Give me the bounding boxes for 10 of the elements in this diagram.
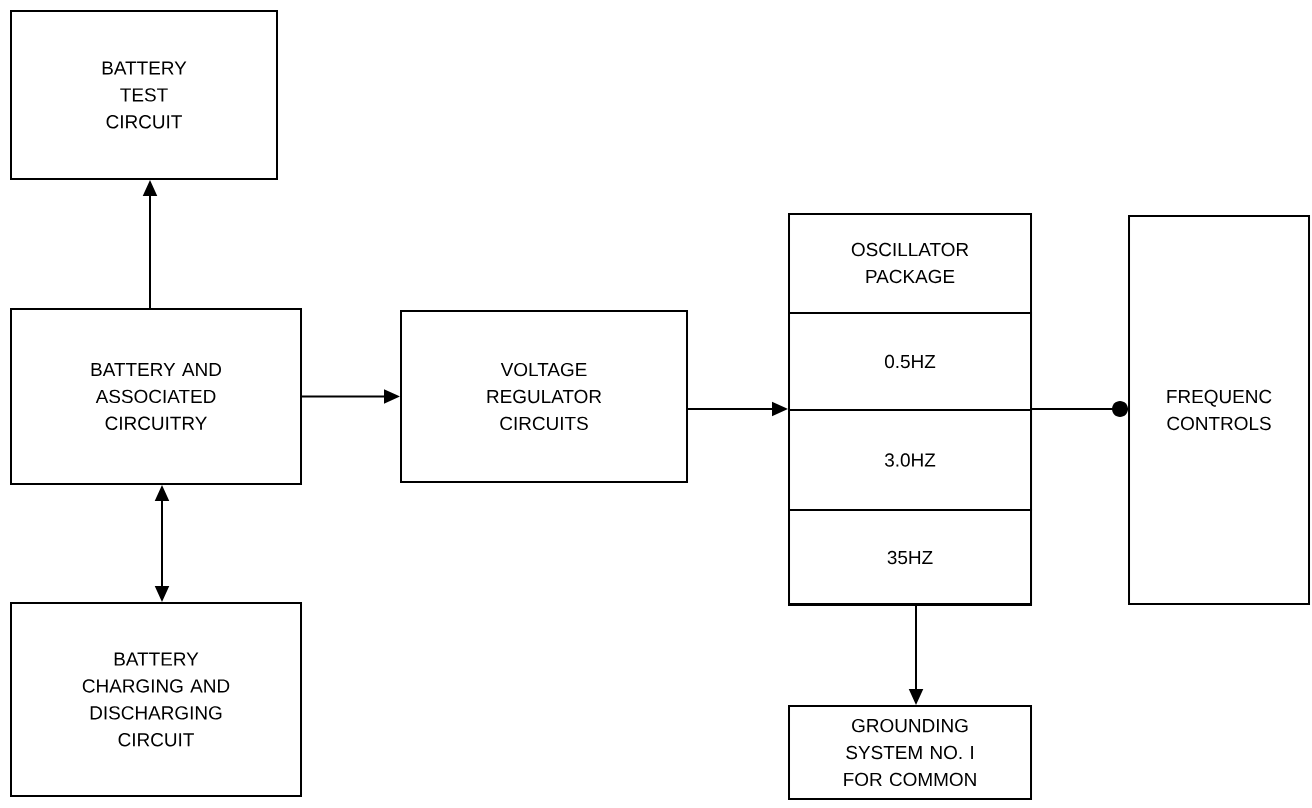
connector-line — [1031, 401, 1129, 417]
frequency-cell: 35HZ — [788, 509, 1032, 606]
frequency-cell: 0.5HZ — [788, 312, 1032, 411]
block-box: BATTERY CHARGING AND DISCHARGING CIRCUIT — [10, 602, 302, 797]
frequency-cell: 3.0HZ — [788, 409, 1032, 511]
block-box: VOLTAGE REGULATOR CIRCUITS — [400, 310, 688, 483]
block-box: BATTERY AND ASSOCIATED CIRCUITRY — [10, 308, 302, 485]
block-box: BATTERY TEST CIRCUIT — [10, 10, 278, 180]
block-box: FREQUENC CONTROLS — [1128, 215, 1310, 605]
block-box: GROUNDING SYSTEM NO. I FOR COMMON — [788, 705, 1032, 800]
